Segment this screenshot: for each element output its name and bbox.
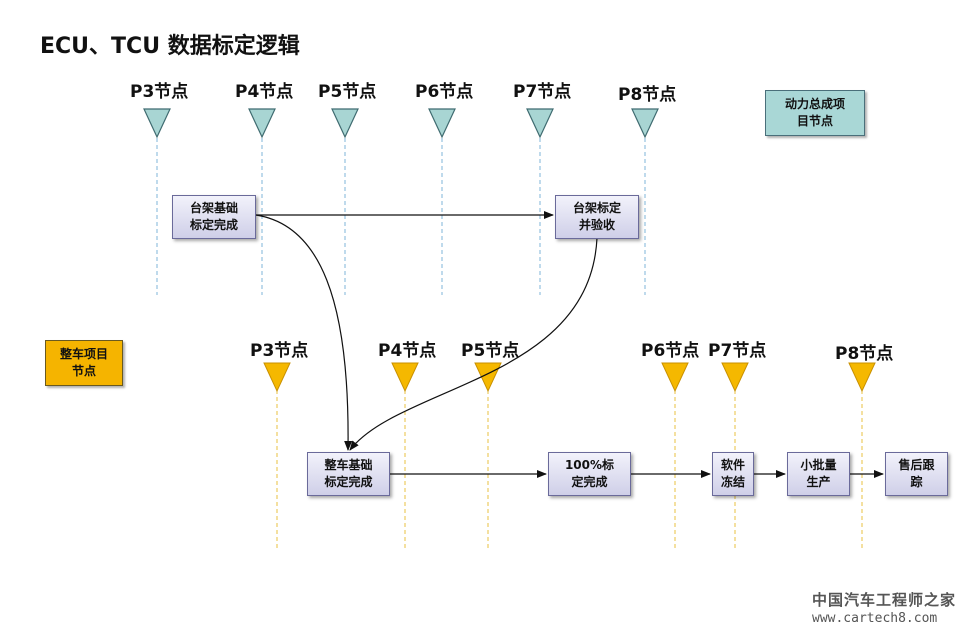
vehicle-milestone-label: P8节点	[835, 344, 894, 364]
powertrain-milestone-marker	[248, 108, 276, 139]
powertrain-milestone-label: P7节点	[513, 82, 572, 102]
powertrain-milestone-marker	[526, 108, 554, 139]
watermark-site-name: 中国汽车工程师之家	[812, 591, 957, 609]
vehicle-milestone-label: P6节点	[641, 341, 700, 361]
vehicle-milestone-label: P7节点	[708, 341, 767, 361]
powertrain-milestone-marker	[143, 108, 171, 139]
vehicle-milestone-marker	[263, 362, 291, 393]
bench-basic-calibration-box: 台架基础 标定完成	[172, 195, 256, 239]
powertrain-milestone-label: P6节点	[415, 82, 474, 102]
vehicle-milestone-marker	[474, 362, 502, 393]
arrow-bench-accept-to-vehicle-basic	[349, 237, 598, 451]
arrow-bench-basic-to-vehicle-basic	[255, 214, 353, 451]
software-freeze-box: 软件 冻结	[712, 452, 754, 496]
vehicle-milestone-marker	[848, 362, 876, 393]
powertrain-milestone-marker	[631, 108, 659, 139]
vehicle-legend: 整车项目 节点	[45, 340, 123, 386]
powertrain-milestone-label: P3节点	[130, 82, 189, 102]
diagram-title: ECU、TCU 数据标定逻辑	[40, 34, 300, 59]
powertrain-legend: 动力总成项 目节点	[765, 90, 865, 136]
vehicle-milestone-marker	[721, 362, 749, 393]
small-batch-production-box: 小批量 生产	[787, 452, 850, 496]
powertrain-milestone-label: P8节点	[618, 85, 677, 105]
vehicle-milestone-label: P4节点	[378, 341, 437, 361]
after-sales-tracking-box: 售后跟 踪	[885, 452, 948, 496]
powertrain-milestone-label: P5节点	[318, 82, 377, 102]
powertrain-milestone-label: P4节点	[235, 82, 294, 102]
vehicle-milestone-label: P3节点	[250, 341, 309, 361]
watermark-url: www.cartech8.com	[812, 611, 938, 626]
powertrain-legend-label: 动力总成项 目节点	[784, 97, 845, 128]
full-calibration-box: 100%标 定完成	[548, 452, 631, 496]
powertrain-milestone-marker	[428, 108, 456, 139]
powertrain-milestone-marker	[331, 108, 359, 139]
vehicle-milestone-marker	[661, 362, 689, 393]
bench-calibration-acceptance-box: 台架标定 并验收	[555, 195, 639, 239]
vehicle-milestone-marker	[391, 362, 419, 393]
vehicle-legend-label: 整车项目 节点	[59, 347, 108, 378]
vehicle-basic-calibration-box: 整车基础 标定完成	[307, 452, 390, 496]
vehicle-milestone-label: P5节点	[461, 341, 520, 361]
